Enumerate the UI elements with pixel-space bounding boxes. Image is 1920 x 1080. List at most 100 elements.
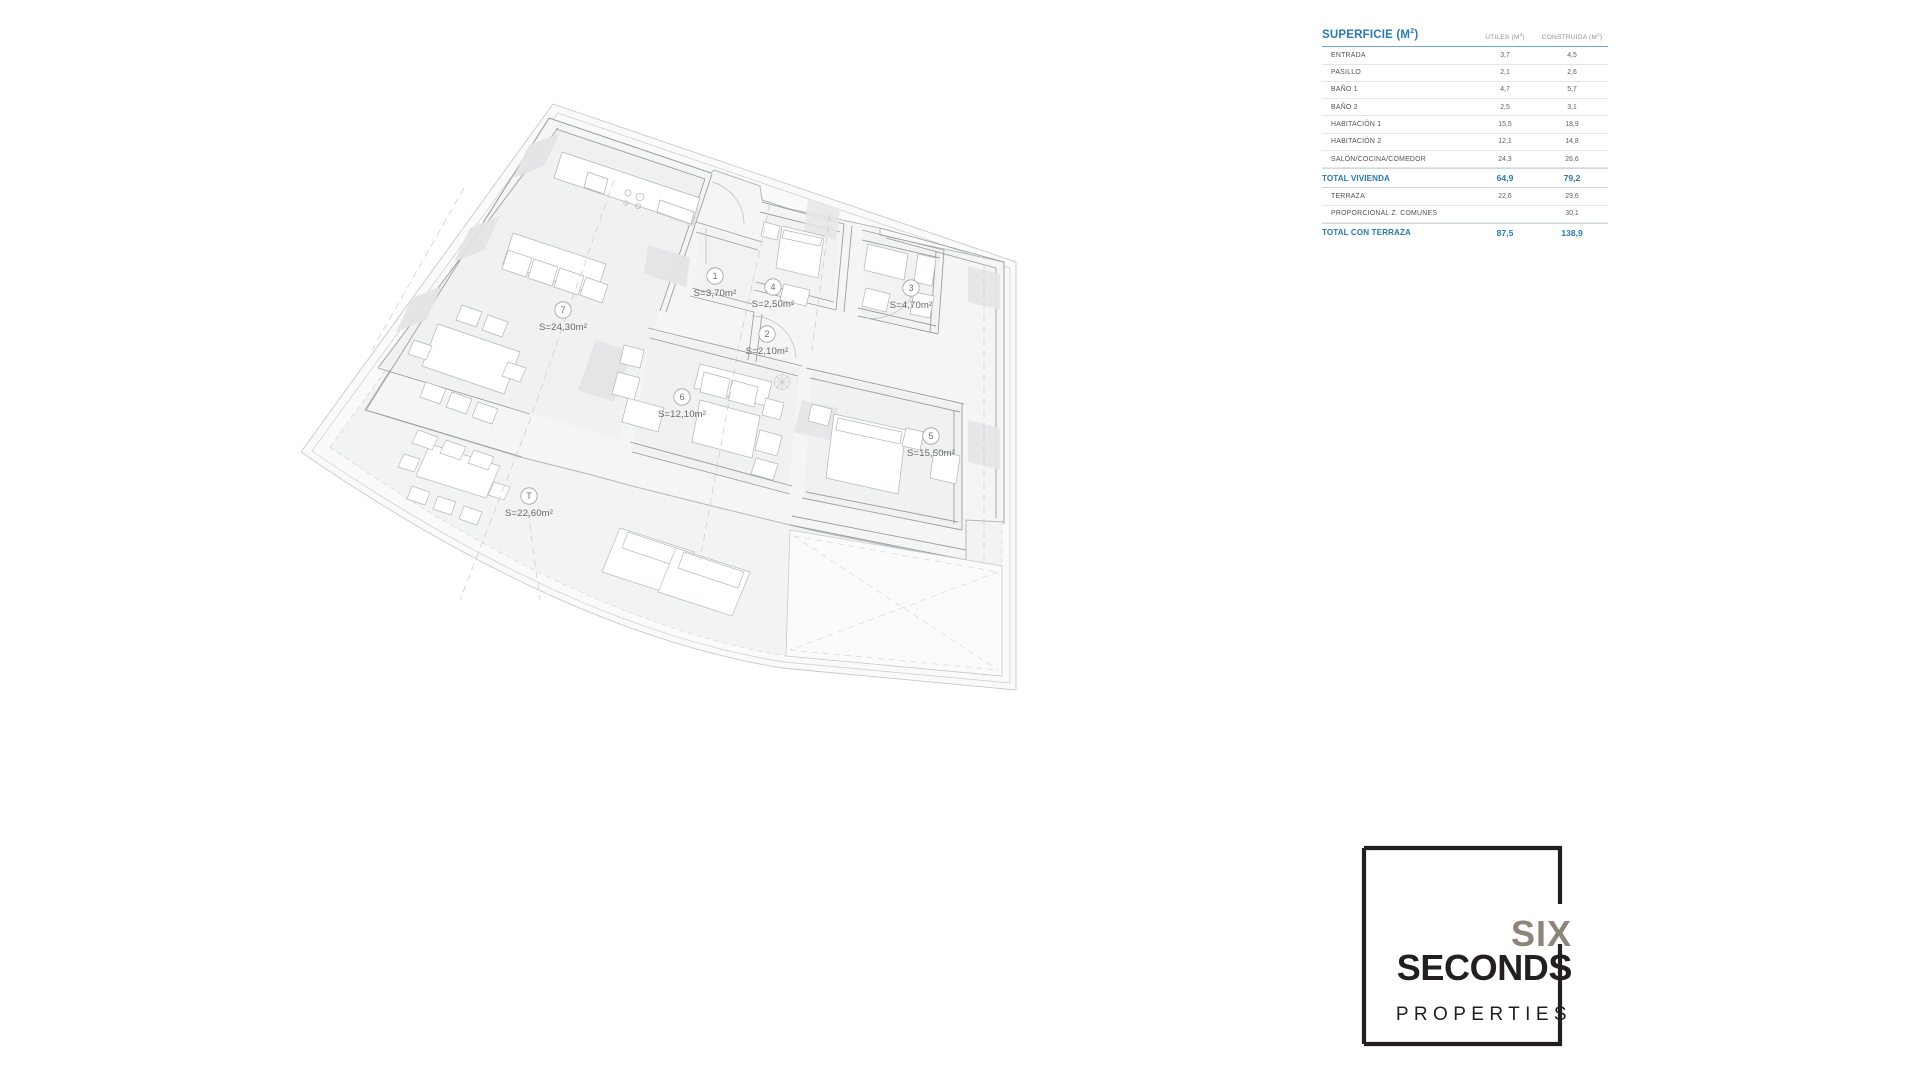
row-value-utiles: 15,5 [1498,121,1512,129]
kitchen-fixtures [553,151,701,225]
logo-text-seconds: SECONDS [1397,947,1572,988]
door-swings [705,181,913,359]
room-marker-circle [520,487,538,505]
room-marker-number: 6 [679,392,684,402]
room-marker-5: 5S=15,50m² [907,427,956,459]
logo-frame [1361,845,1563,1047]
room-marker-number: 1 [712,271,717,281]
room-marker-1: 1S=3,70m² [694,267,737,299]
surface-table-row: PROPORCIONAL Z. COMUNES 30,1 [1322,206,1608,223]
room-marker-circle [922,427,940,445]
surface-table: SUPERFICIE (M2) ÚTILES (M2) CONSTRUIDA (… [1322,28,1608,242]
row-value-construida: 29,6 [1565,192,1579,200]
room-area-label: S=12,10m² [658,409,707,420]
row-label: PASILLO [1331,69,1361,77]
surface-table-total-row: TOTAL VIVIENDA 64,9 79,2 [1322,168,1608,189]
column-header-utiles: ÚTILES (M2) [1485,31,1525,41]
room-marker-circle [764,278,782,296]
dining-table-indoor [407,304,527,425]
row-label: HABITACIÓN 1 [1331,121,1382,129]
room-area-label: S=2,50m² [752,299,795,310]
floor-plan-drawing: 1S=3,70m²2S=2,10m²3S=4,70m²4S=2,50m²5S=1… [300,103,1017,691]
room-marker-2: 2S=2,10m² [746,325,789,357]
row-label: HABITACIÓN 2 [1331,138,1382,146]
room-area-label: S=4,70m² [890,300,933,311]
room-marker-circle [554,301,572,319]
logo-text-properties: PROPERTIES [1396,1004,1572,1025]
row-label: BAÑO 2 [1331,103,1358,111]
row-value-construida: 79,2 [1563,173,1581,184]
room-marker-number: 5 [928,431,933,441]
surface-table-row: PASILLO 2,1 2,6 [1322,65,1608,82]
row-value-construida: 14,8 [1565,138,1579,146]
room-marker-number: 3 [908,283,913,293]
brand-logo: SIX SECONDS PROPERTIES [1358,842,1578,1050]
room-marker-4: 4S=2,50m² [752,278,795,310]
row-value-utiles: 3,7 [1500,51,1510,59]
room-marker-number: T [526,491,532,501]
room-markers: 1S=3,70m²2S=2,10m²3S=4,70m²4S=2,50m²5S=1… [505,267,956,519]
room-area-label: S=2,10m² [746,346,789,357]
row-value-construida: 18,9 [1565,121,1579,129]
row-value-construida: 2,6 [1567,69,1577,77]
row-label: SALÓN/COCINA/COMEDOR [1331,155,1426,163]
surface-table-row: ENTRADA 3,7 4,5 [1322,47,1608,65]
row-label: TOTAL VIVIENDA [1322,173,1390,183]
room-marker-T: T S=22,60m² [505,487,554,519]
row-value-utiles: 12,1 [1498,138,1512,146]
logo-artwork: SIX SECONDS PROPERTIES [1361,845,1572,1047]
room-marker-circle [706,267,724,285]
room-marker-number: 4 [770,282,775,292]
sofa-salon [501,232,609,304]
row-value-utiles: 22,6 [1498,192,1512,200]
header-underline [1322,45,1608,48]
room-area-label: S=24,30m² [539,322,588,333]
living-room-furniture [611,344,790,481]
room-marker-number: 2 [764,329,769,339]
row-label: BAÑO 1 [1331,86,1358,94]
row-value-utiles: 24,3 [1498,155,1512,163]
terrace-furniture [397,429,751,617]
room-marker-7: 7S=24,30m² [539,301,588,333]
surface-table-title: SUPERFICIE (M2) [1322,28,1419,41]
row-value-utiles: 87,5 [1496,227,1514,238]
row-value-construida: 5,7 [1567,86,1577,94]
surface-table-row: TERRAZA 22,6 29,6 [1322,188,1608,206]
room-area-label: S=22,60m² [505,508,554,519]
surface-table-row: BAÑO 2 2,5 3,1 [1322,99,1608,117]
room-marker-6: 6S=12,10m² [658,388,707,420]
room-area-label: S=3,70m² [694,288,737,299]
row-label: PROPORCIONAL Z. COMUNES [1331,210,1438,218]
logo-text-six: SIX [1511,913,1572,954]
row-value-construida: 138,9 [1561,227,1583,238]
surface-table-row: HABITACIÓN 2 12,1 14,8 [1322,134,1608,151]
surface-table-row: BAÑO 1 4,7 5,7 [1322,82,1608,100]
row-value-construida: 30,1 [1565,210,1579,218]
crossed-terrace-bay [785,529,1003,677]
row-value-utiles: 2,1 [1500,69,1510,77]
surface-table-row: HABITACIÓN 1 15,5 18,9 [1322,116,1608,134]
room-marker-circle [673,388,691,406]
room-marker-3: 3S=4,70m² [890,279,933,311]
row-label: ENTRADA [1331,51,1366,59]
row-value-utiles: 64,9 [1496,173,1514,184]
room-marker-circle [902,279,920,297]
column-header-construida: CONSTRUIDA (M2) [1541,31,1603,41]
surface-table-header-row: SUPERFICIE (M2) ÚTILES (M2) CONSTRUIDA (… [1322,28,1608,46]
row-value-construida: 3,1 [1567,103,1577,111]
bedroom-2-furniture [760,221,825,307]
room-marker-circle [758,325,776,343]
surface-table-row: SALÓN/COCINA/COMEDOR 24,3 26,6 [1322,151,1608,169]
room-area-label: S=15,50m² [907,448,956,459]
row-value-construida: 26,6 [1565,155,1579,163]
row-value-utiles: 4,7 [1500,86,1510,94]
row-label: TOTAL CON TERRAZA [1322,228,1411,238]
room-marker-number: 7 [560,305,565,315]
row-value-construida: 4,5 [1567,51,1577,59]
row-value-utiles: 2,5 [1500,103,1510,111]
row-label: TERRAZA [1331,192,1365,200]
bathroom-fixtures [861,243,937,319]
bedroom-1-furniture [807,403,961,495]
